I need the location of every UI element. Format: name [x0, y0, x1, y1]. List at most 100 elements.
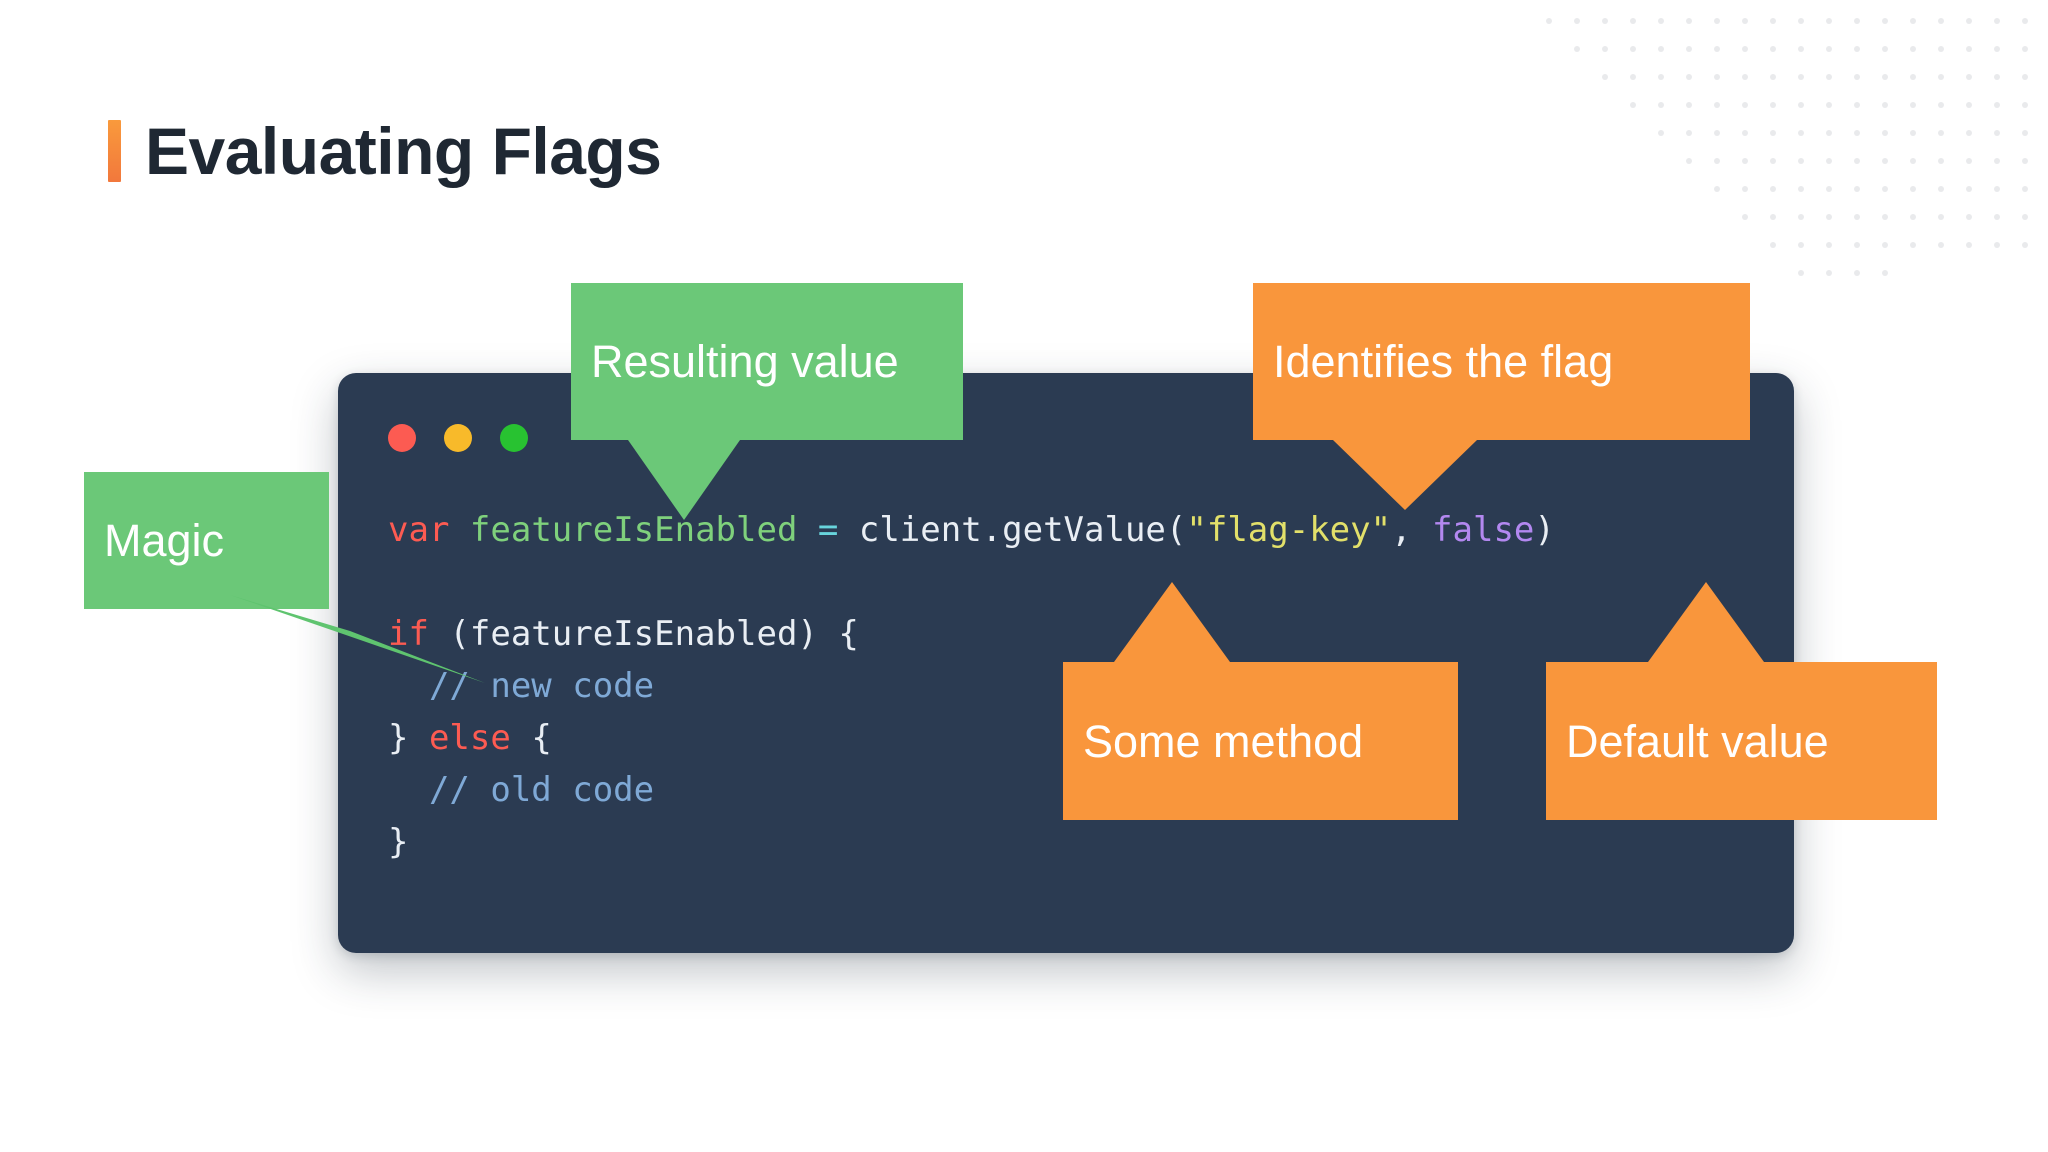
pattern-dot: [1714, 102, 1720, 108]
pattern-dot: [2022, 74, 2028, 80]
pattern-dot: [1910, 214, 1916, 220]
window-minimize-icon[interactable]: [444, 424, 472, 452]
pattern-dot: [1714, 186, 1720, 192]
pattern-dot: [1826, 130, 1832, 136]
pattern-dot: [2022, 18, 2028, 24]
code-line: [388, 556, 1555, 608]
code-line: var featureIsEnabled = client.getValue("…: [388, 504, 1555, 556]
callout-default-value-tail: [1648, 582, 1764, 662]
window-maximize-icon[interactable]: [500, 424, 528, 452]
pattern-dot: [1826, 186, 1832, 192]
pattern-dot: [2022, 102, 2028, 108]
pattern-dot: [1742, 46, 1748, 52]
pattern-dot: [1742, 186, 1748, 192]
pattern-dot: [1602, 74, 1608, 80]
pattern-dot: [1994, 186, 2000, 192]
pattern-dot: [1966, 74, 1972, 80]
code-token-comment: // old code: [388, 770, 655, 810]
callout-some-method[interactable]: Some method: [1063, 582, 1458, 820]
code-line: // old code: [388, 764, 1555, 816]
pattern-dot: [1798, 214, 1804, 220]
code-token-plain: }: [388, 822, 409, 862]
pattern-dot: [1798, 242, 1804, 248]
pattern-dot: [1854, 18, 1860, 24]
pattern-dot: [2022, 46, 2028, 52]
pattern-dot: [1938, 102, 1944, 108]
pattern-dot: [1882, 242, 1888, 248]
code-token-plain: client.getValue(: [838, 510, 1187, 550]
callout-resulting-value-label: Resulting value: [591, 336, 899, 387]
callout-identifies-the-flag[interactable]: Identifies the flag: [1253, 283, 1750, 510]
pattern-dot: [1910, 242, 1916, 248]
pattern-dot: [1854, 74, 1860, 80]
callout-resulting-value[interactable]: Resulting value: [571, 283, 963, 520]
pattern-dot: [1714, 18, 1720, 24]
pattern-dot: [1882, 46, 1888, 52]
pattern-dot: [1770, 102, 1776, 108]
pattern-dot: [1910, 158, 1916, 164]
pattern-dot: [1798, 46, 1804, 52]
callout-magic[interactable]: Magic: [84, 472, 329, 609]
code-token-plain: (featureIsEnabled) {: [428, 614, 859, 654]
pattern-dot: [1770, 74, 1776, 80]
pattern-dot: [2022, 186, 2028, 192]
pattern-dot: [1770, 130, 1776, 136]
pattern-dot: [1882, 186, 1888, 192]
pattern-dot: [1770, 18, 1776, 24]
pattern-dot: [1658, 74, 1664, 80]
code-token-keyword: else: [428, 718, 511, 758]
pattern-dot: [1770, 242, 1776, 248]
page-title-row: Evaluating Flags: [108, 118, 662, 184]
pattern-dot: [1798, 158, 1804, 164]
callout-some-method-label: Some method: [1083, 715, 1364, 767]
pattern-dot: [2022, 242, 2028, 248]
pattern-dot: [1798, 74, 1804, 80]
pattern-dot: [2022, 158, 2028, 164]
pattern-dot: [1854, 102, 1860, 108]
pattern-dot: [1882, 214, 1888, 220]
pattern-dot: [1742, 214, 1748, 220]
code-line: if (featureIsEnabled) {: [388, 608, 1555, 660]
pattern-dot: [1938, 158, 1944, 164]
pattern-dot: [1910, 102, 1916, 108]
pattern-dot: [1938, 130, 1944, 136]
code-token-plain: [797, 510, 817, 550]
pattern-dot: [1882, 102, 1888, 108]
code-line: } else {: [388, 712, 1555, 764]
pattern-dot: [1798, 130, 1804, 136]
pattern-dot: [1966, 158, 1972, 164]
pattern-dot: [1910, 130, 1916, 136]
code-token-plain: [449, 510, 469, 550]
pattern-dot: [1630, 74, 1636, 80]
pattern-dot: [1742, 74, 1748, 80]
pattern-dot: [1602, 46, 1608, 52]
pattern-dot: [1686, 102, 1692, 108]
pattern-dot: [1546, 18, 1552, 24]
pattern-dot: [1938, 186, 1944, 192]
pattern-dot: [1938, 242, 1944, 248]
window-traffic-lights: [388, 424, 528, 452]
callout-default-value[interactable]: Default value: [1546, 582, 1937, 820]
callout-identifies-the-flag-label: Identifies the flag: [1273, 336, 1614, 387]
pattern-dot: [1686, 46, 1692, 52]
pattern-dot: [1826, 18, 1832, 24]
code-token-plain: ,: [1391, 510, 1433, 550]
pattern-dot: [1686, 158, 1692, 164]
pattern-dot: [1770, 158, 1776, 164]
callout-resulting-value-tail: [628, 440, 740, 520]
pattern-dot: [1882, 158, 1888, 164]
pattern-dot: [1798, 18, 1804, 24]
pattern-dot: [1574, 46, 1580, 52]
pattern-dot: [1826, 74, 1832, 80]
pattern-dot: [1826, 270, 1832, 276]
callout-default-value-label: Default value: [1566, 715, 1829, 767]
pattern-dot: [1630, 18, 1636, 24]
window-close-icon[interactable]: [388, 424, 416, 452]
pattern-dot: [1910, 18, 1916, 24]
pattern-dot: [1686, 74, 1692, 80]
pattern-dot: [1966, 242, 1972, 248]
code-token-boolean: false: [1432, 510, 1535, 550]
pattern-dot: [2022, 130, 2028, 136]
pattern-dot: [1826, 214, 1832, 220]
pattern-dot: [1574, 18, 1580, 24]
